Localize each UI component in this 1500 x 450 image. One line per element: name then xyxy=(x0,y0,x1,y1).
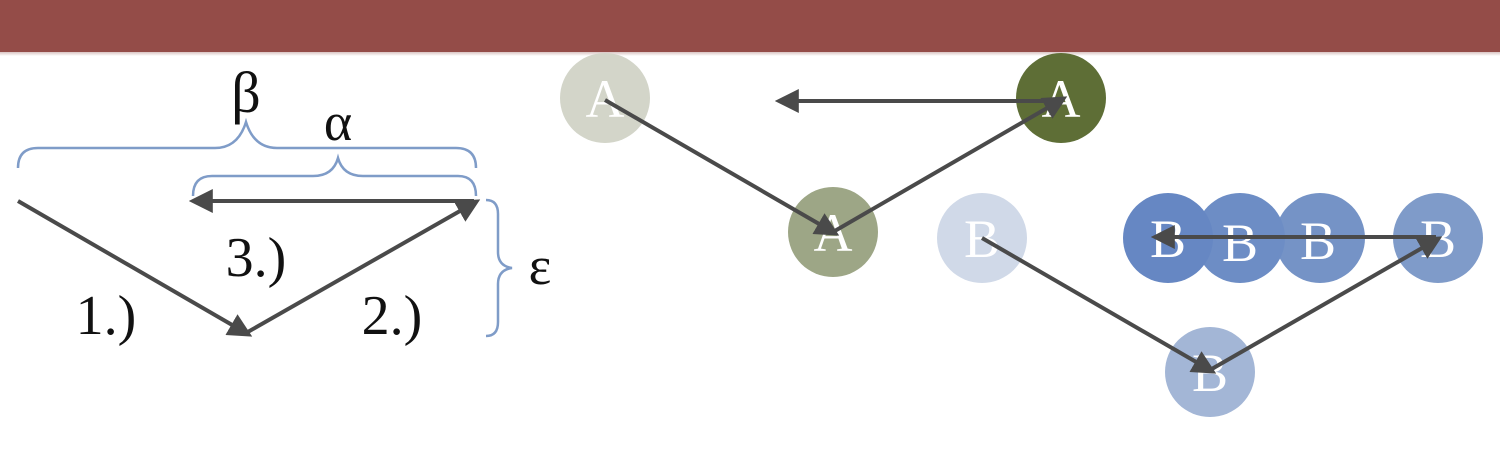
step2-arrow xyxy=(245,199,481,335)
node-a-start-label: A xyxy=(586,69,625,129)
node-b-stack-3-label: B xyxy=(1300,211,1336,271)
header-bar xyxy=(0,0,1500,52)
step3-label: 3.) xyxy=(226,227,287,289)
b-step1-arrow xyxy=(980,236,1217,374)
node-b-bottom-label: B xyxy=(1192,343,1228,403)
alpha-brace xyxy=(191,153,478,197)
a-step2-arrow xyxy=(831,96,1068,234)
step1-arrow xyxy=(16,199,253,337)
node-b-stack-2-label: B xyxy=(1222,213,1258,273)
header-bar-shadow xyxy=(0,52,1500,56)
node-a-start-circle xyxy=(560,53,650,143)
epsilon-brace xyxy=(485,198,513,338)
step2-label: 2.) xyxy=(362,285,423,347)
node-a-bottom-label: A xyxy=(814,203,853,263)
step1-label: 1.) xyxy=(76,285,137,347)
beta-label: β xyxy=(231,60,261,125)
b-step2-arrow xyxy=(1209,236,1443,372)
a-step1-arrow xyxy=(603,98,840,236)
epsilon-label: ε xyxy=(529,236,552,296)
beta-brace xyxy=(16,117,478,169)
alpha-label: α xyxy=(324,92,352,152)
